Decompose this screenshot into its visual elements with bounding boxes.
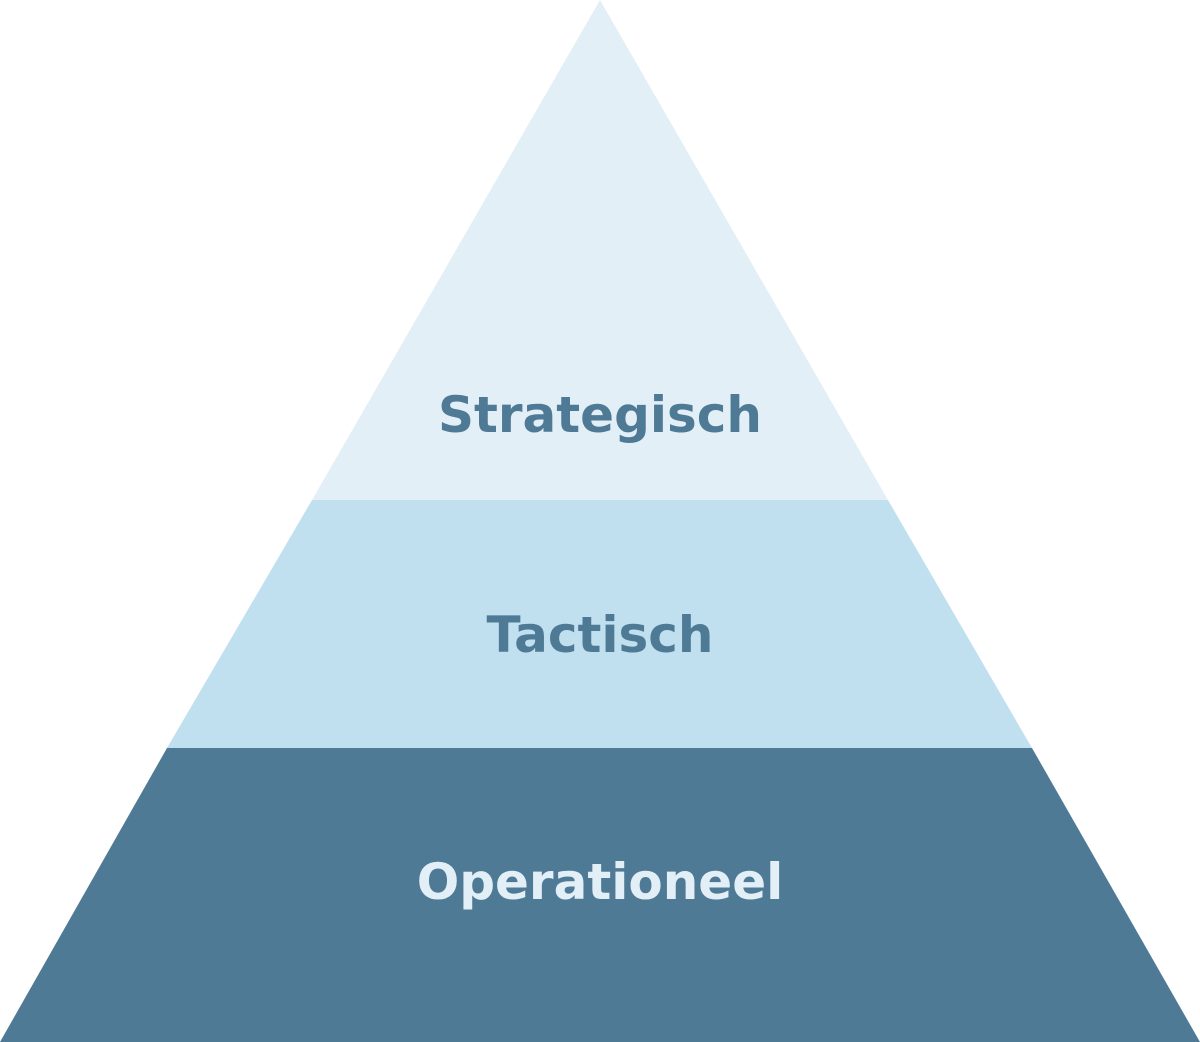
level-label-operationeel: Operationeel	[417, 853, 784, 911]
level-label-tactisch: Tactisch	[486, 606, 713, 664]
pyramid-level-tactisch	[167, 500, 1032, 748]
level-label-strategisch: Strategisch	[438, 386, 762, 444]
pyramid-level-operationeel	[0, 748, 1200, 1042]
pyramid-level-strategisch	[312, 0, 888, 500]
